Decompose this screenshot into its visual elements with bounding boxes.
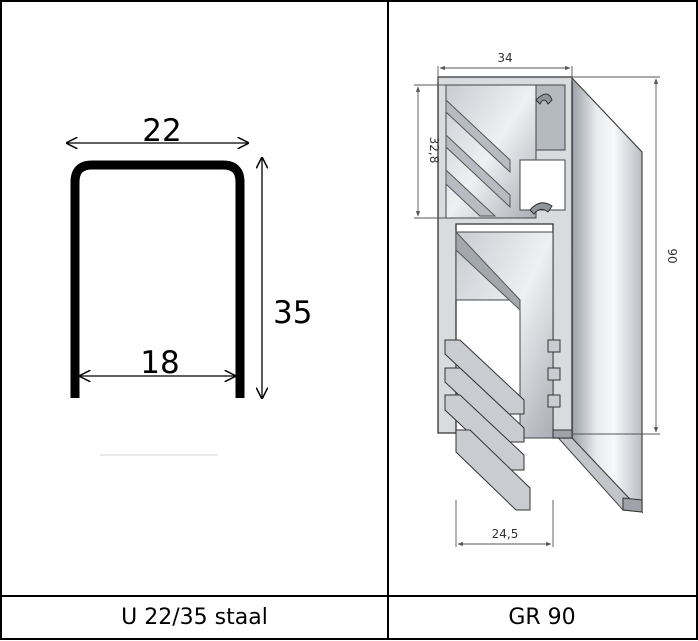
gr90-profile-drawing: 34 32,8 90 24,5 <box>414 51 679 547</box>
u-profile-shape <box>70 160 245 398</box>
u-profile-drawing: 22 18 35 <box>67 113 312 456</box>
top-width-label: 22 <box>142 113 181 149</box>
slot-label: 24,5 <box>492 527 519 541</box>
width-label: 34 <box>497 51 512 65</box>
inner-width-label: 18 <box>140 345 179 381</box>
height-label-right: 90 <box>665 248 679 263</box>
chamber-label: 32,8 <box>427 137 441 164</box>
height-label: 35 <box>273 295 312 331</box>
caption-u-profile: U 22/35 staal <box>121 605 268 630</box>
side-face <box>571 76 643 514</box>
caption-gr90: GR 90 <box>508 605 576 630</box>
